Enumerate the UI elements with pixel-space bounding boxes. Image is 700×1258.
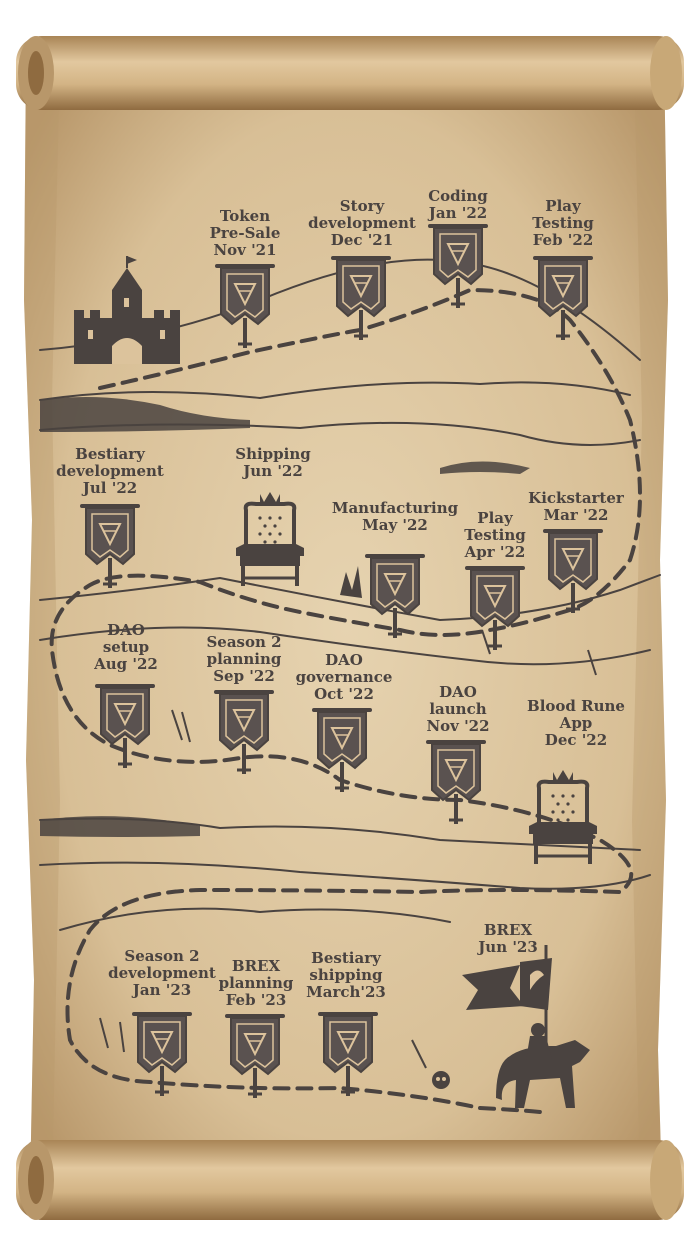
milestone-dao-setup: DAO setup Aug '22	[94, 622, 158, 673]
milestone-coding: Coding Jan '22	[428, 188, 488, 222]
milestone-label: BREX	[483, 921, 533, 939]
milestone-date: Feb '22	[532, 231, 594, 249]
milestone-label: Coding	[428, 187, 488, 205]
milestone-label: Shipping	[235, 445, 311, 463]
milestone-manufacturing: Manufacturing May '22	[332, 500, 458, 534]
milestone-brex-launch: BREX Jun '23	[478, 922, 538, 956]
milestone-play-testing-feb: Play Testing Feb '22	[532, 198, 593, 249]
milestone-label: planning	[206, 650, 282, 668]
milestone-label: Play	[545, 197, 581, 215]
milestone-label: Bestiary	[75, 445, 145, 463]
milestone-play-testing-apr: Play Testing Apr '22	[464, 510, 525, 561]
milestone-date: Feb '23	[225, 991, 287, 1009]
milestone-date: Jun '23	[478, 938, 538, 956]
milestone-label: development	[56, 462, 164, 480]
milestone-label: setup	[102, 638, 150, 656]
milestone-label: governance	[295, 668, 393, 686]
milestone-bestiary-shipping: Bestiary shipping March'23	[306, 950, 386, 1001]
milestone-label: DAO	[325, 651, 363, 669]
milestone-label: development	[108, 964, 216, 982]
milestone-date: Jun '22	[243, 462, 303, 480]
milestone-season2-planning: Season 2 planning Sep '22	[206, 634, 281, 685]
milestone-bestiary-development: Bestiary development Jul '22	[56, 446, 164, 497]
milestone-label: Bestiary	[311, 949, 381, 967]
milestone-label: DAO	[439, 683, 477, 701]
milestone-label: DAO	[107, 621, 145, 639]
milestone-date: March'23	[306, 983, 386, 1001]
milestone-label: Story	[339, 197, 385, 215]
milestone-shipping: Shipping Jun '22	[235, 446, 311, 480]
milestone-date: Oct '22	[314, 685, 374, 703]
milestone-label: Manufacturing	[331, 499, 459, 517]
milestone-label: App	[559, 714, 593, 732]
milestone-label: planning	[218, 974, 294, 992]
milestone-date: Dec '22	[544, 731, 608, 749]
milestone-date: Jan '23	[132, 981, 192, 999]
milestone-kickstarter: Kickstarter Mar '22	[528, 490, 624, 524]
knight-flag-icon	[462, 945, 590, 1108]
milestone-label: shipping	[309, 966, 383, 984]
milestone-date: Mar '22	[543, 506, 609, 524]
milestone-blood-rune-app: Blood Rune App Dec '22	[527, 698, 625, 749]
milestone-label: BREX	[231, 957, 281, 975]
milestone-label: Season 2	[206, 633, 282, 651]
milestone-season2-development: Season 2 development Jan '23	[108, 948, 216, 999]
milestone-date: Jan '22	[428, 204, 488, 222]
milestone-date: Sep '22	[213, 667, 275, 685]
milestone-date: Apr '22	[464, 543, 526, 561]
milestone-label: Pre-Sale	[209, 224, 281, 242]
milestone-label: Token	[219, 207, 271, 225]
milestone-dao-governance: DAO governance Oct '22	[296, 652, 393, 703]
milestone-date: May '22	[362, 516, 428, 534]
milestone-date: Nov '22	[426, 717, 490, 735]
milestone-label: launch	[429, 700, 487, 718]
milestone-brex-planning: BREX planning Feb '23	[219, 958, 294, 1009]
milestone-story-development: Story development Dec '21	[308, 198, 416, 249]
milestone-label: Testing	[532, 214, 594, 232]
milestone-label: Play	[477, 509, 513, 527]
milestone-label: Season 2	[124, 947, 200, 965]
milestone-label: development	[308, 214, 416, 232]
milestone-date: Dec '21	[330, 231, 394, 249]
roadmap-route	[49, 287, 642, 1114]
milestone-date: Aug '22	[94, 655, 158, 673]
milestone-token-presale: Token Pre-Sale Nov '21	[210, 208, 281, 259]
milestone-date: Jul '22	[82, 479, 138, 497]
milestone-label: Testing	[464, 526, 526, 544]
milestone-dao-launch: DAO launch Nov '22	[426, 684, 489, 735]
milestone-label: Blood Rune	[527, 697, 625, 715]
milestone-date: Nov '21	[213, 241, 277, 259]
milestone-label: Kickstarter	[528, 489, 624, 507]
castle-icon	[74, 256, 180, 364]
